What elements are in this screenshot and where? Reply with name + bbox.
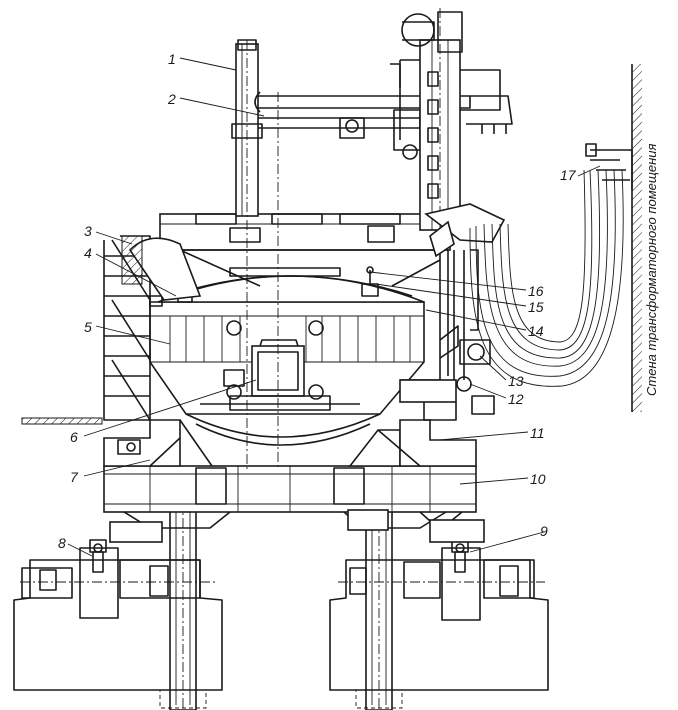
wall-caption: Стена трансформаторного помещения bbox=[644, 143, 659, 396]
label-6: 6 bbox=[70, 429, 78, 445]
label-2: 2 bbox=[167, 91, 176, 107]
right-equipment bbox=[399, 203, 506, 421]
left-electrode-column bbox=[231, 39, 263, 470]
furnace-shell bbox=[149, 301, 425, 446]
working-floor bbox=[21, 417, 103, 425]
label-17: 17 bbox=[560, 167, 577, 183]
label-3: 3 bbox=[84, 223, 92, 239]
label-13: 13 bbox=[508, 373, 524, 389]
right-foundation bbox=[329, 539, 549, 691]
flexible-cables bbox=[469, 143, 633, 387]
leader-lines bbox=[67, 57, 601, 557]
label-11: 11 bbox=[530, 425, 545, 441]
label-9: 9 bbox=[540, 523, 548, 539]
label-5: 5 bbox=[84, 319, 92, 335]
transformer-wall bbox=[631, 64, 642, 412]
cradle-frames bbox=[103, 419, 477, 467]
left-foundation bbox=[13, 539, 223, 691]
left-staircase bbox=[103, 235, 202, 421]
right-mast bbox=[390, 8, 513, 240]
label-16: 16 bbox=[528, 283, 544, 299]
label-15: 15 bbox=[528, 299, 544, 315]
right-support-leg bbox=[355, 500, 403, 710]
tilt-drives bbox=[109, 509, 485, 543]
label-12: 12 bbox=[508, 391, 524, 407]
label-8: 8 bbox=[58, 535, 66, 551]
left-support-leg bbox=[159, 500, 207, 710]
label-1: 1 bbox=[168, 51, 176, 67]
callout-labels: 1 2 3 4 5 6 7 8 9 10 11 12 13 14 15 16 1… bbox=[58, 51, 659, 551]
label-14: 14 bbox=[528, 323, 544, 339]
label-10: 10 bbox=[530, 471, 546, 487]
label-4: 4 bbox=[84, 245, 92, 261]
tilting-platform bbox=[103, 465, 477, 531]
label-7: 7 bbox=[70, 469, 79, 485]
